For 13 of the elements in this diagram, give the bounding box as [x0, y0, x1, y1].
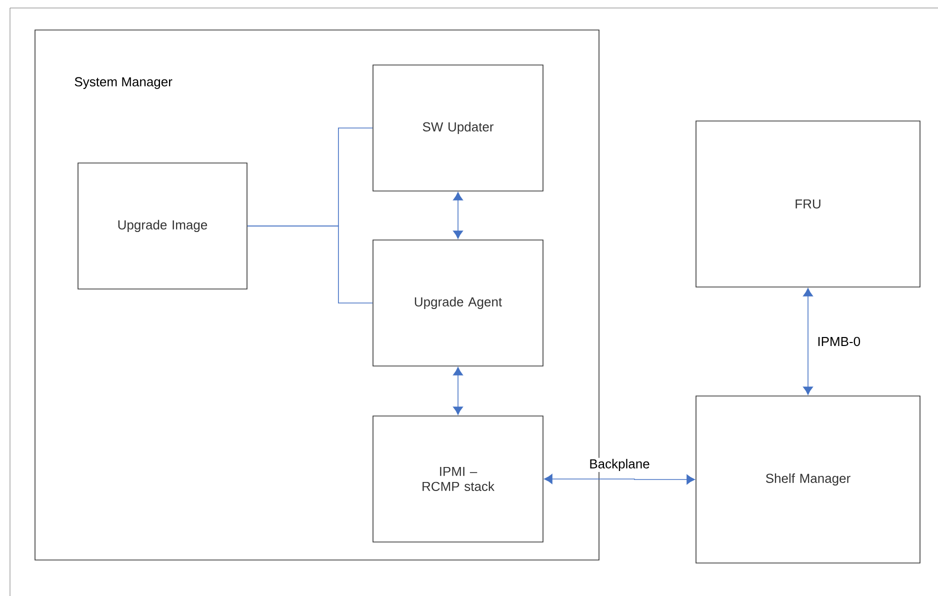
- arrow: [803, 288, 813, 395]
- arrow: [453, 367, 463, 415]
- edge-label: IPMB-0: [818, 336, 860, 346]
- process-box: Upgrade Image: [78, 162, 248, 290]
- edge-label: Backplane: [590, 458, 650, 472]
- process-box: SW Updater: [372, 64, 544, 192]
- process-box: FRU: [696, 120, 920, 288]
- process-box: Upgrade Agent: [372, 240, 544, 366]
- process-box: Shelf Manager: [696, 396, 920, 564]
- arrow: [544, 474, 695, 484]
- connector-line: [247, 226, 373, 304]
- arrow: [453, 192, 463, 239]
- process-box: IPMI – RCMP stack: [372, 416, 544, 542]
